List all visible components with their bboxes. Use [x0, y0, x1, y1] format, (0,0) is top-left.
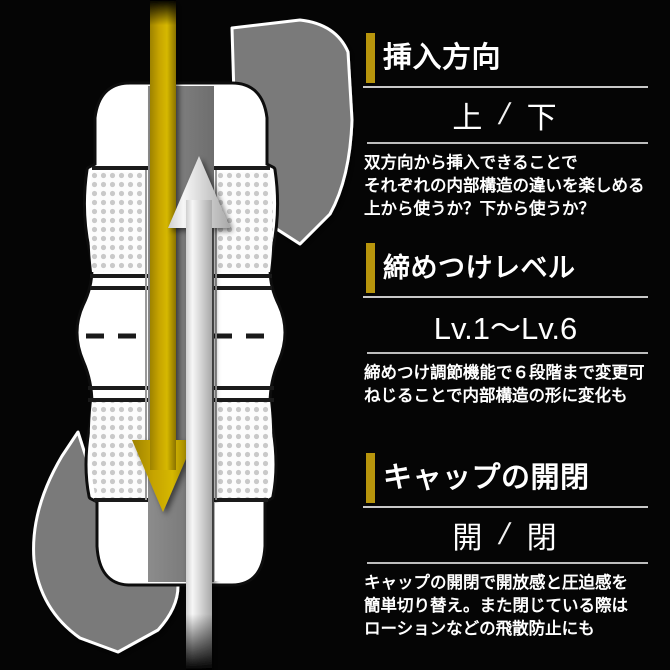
texture-panels	[89, 172, 273, 500]
body-line: それぞれの内部構造の違いを楽しめる	[364, 176, 645, 195]
value-single: Lv.1〜Lv.6	[433, 310, 578, 346]
body-line: 双方向から挿入できることで	[364, 154, 578, 172]
section-header: 挿入方向	[355, 30, 670, 86]
value-left: 上	[452, 102, 485, 135]
divider-top	[363, 506, 648, 508]
silver-up-arrow	[168, 156, 230, 670]
divider-top	[363, 86, 648, 88]
feature-list: 挿入方向 上 / 下 双方向から挿入できることで それぞれの内部構造の違いを楽し…	[355, 0, 670, 670]
section-title: キャップの開閉	[383, 461, 590, 494]
divider-bottom	[367, 142, 648, 144]
value-separator: /	[496, 518, 515, 551]
body-line: ねじることで内部構造の形に変化も	[364, 386, 628, 405]
body-line: ローションなどの飛散防止にも	[364, 619, 595, 638]
value-right: 下	[526, 102, 559, 135]
accent-bar-icon	[366, 33, 375, 83]
body-line: 締めつけ調節機能で６段階まで変更可	[364, 364, 645, 382]
accent-bar-icon	[366, 243, 375, 293]
top-cap-halves	[101, 87, 261, 165]
divider-top	[363, 296, 648, 298]
section-body: 双方向から挿入できることで それぞれの内部構造の違いを楽しめる 上から使うか？下…	[364, 153, 670, 220]
body-line: 上から使うか？下から使うか？	[364, 199, 595, 218]
value-left: 開	[452, 522, 485, 555]
section-body: キャップの開閉で開放感と圧迫感を 簡単切り替え。また閉じている際は ローションな…	[364, 573, 670, 640]
value-separator: /	[496, 98, 515, 131]
gold-down-arrow	[132, 0, 194, 512]
section-tightness-level: 締めつけレベル Lv.1〜Lv.6 締めつけ調節機能で６段階まで変更可 ねじるこ…	[355, 240, 670, 409]
body-line: 簡単切り替え。また閉じている際は	[364, 596, 628, 615]
section-insertion-direction: 挿入方向 上 / 下 双方向から挿入できることで それぞれの内部構造の違いを楽し…	[355, 30, 670, 221]
section-body: 締めつけ調節機能で６段階まで変更可 ねじることで内部構造の形に変化も	[364, 363, 670, 408]
section-title: 挿入方向	[383, 41, 502, 74]
bottom-cap-halves	[103, 503, 259, 581]
divider-bottom	[367, 352, 648, 354]
accent-bar-icon	[366, 453, 375, 503]
section-title: 締めつけレベル	[383, 252, 576, 283]
section-header: キャップの開閉	[355, 450, 670, 506]
section-cap-open-close: キャップの開閉 開 / 閉 キャップの開閉で開放感と圧迫感を 簡単切り替え。また…	[355, 450, 670, 641]
product-illustration	[32, 0, 354, 670]
divider-bottom	[367, 562, 648, 564]
section-value: 上 / 下	[355, 88, 670, 142]
section-value: Lv.1〜Lv.6	[355, 298, 670, 352]
body-line: キャップの開閉で開放感と圧迫感を	[364, 574, 628, 592]
section-value: 開 / 閉	[355, 508, 670, 562]
value-right: 閉	[526, 522, 559, 555]
section-header: 締めつけレベル	[355, 240, 670, 296]
